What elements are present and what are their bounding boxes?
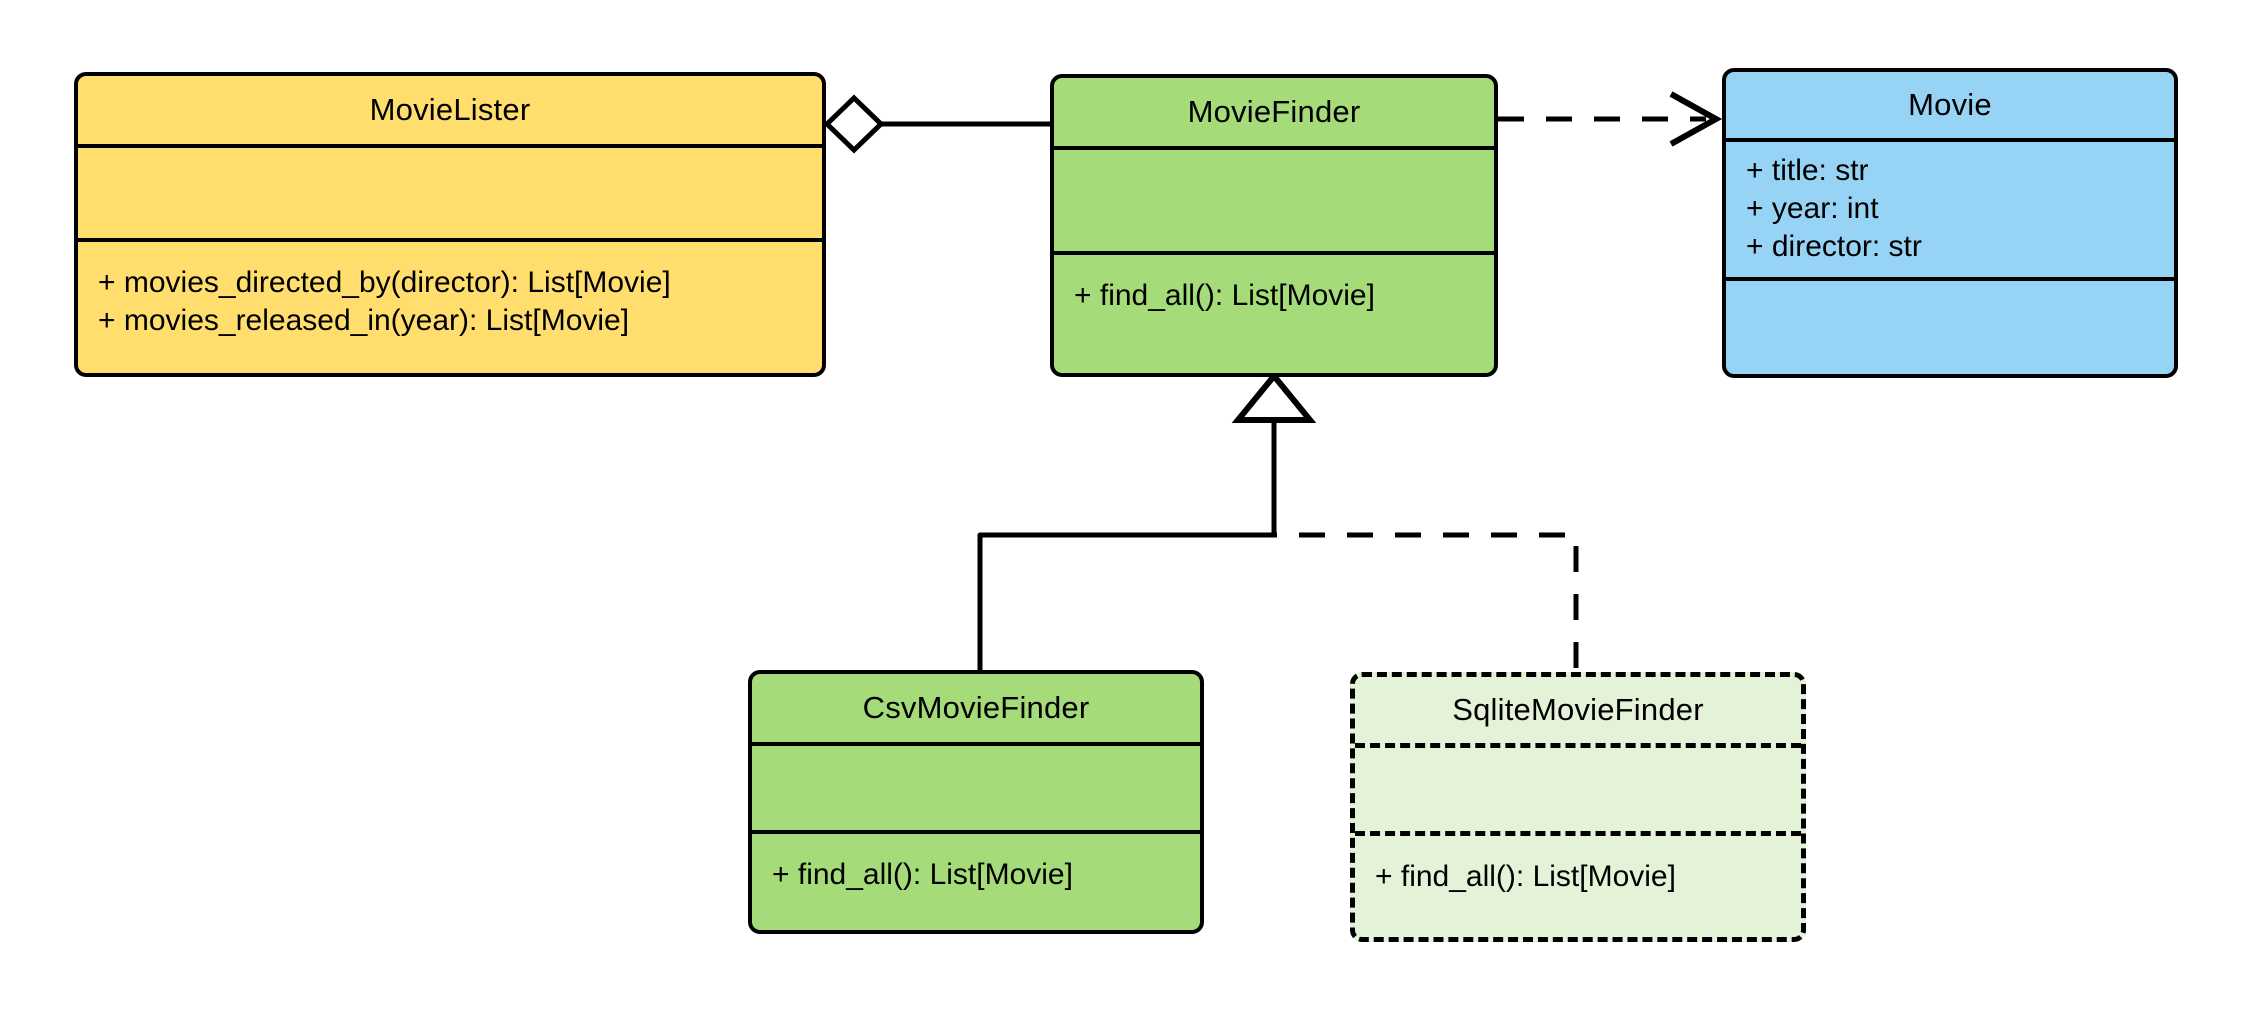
class-attributes-compartment: + title: str + year: int + director: str: [1726, 138, 2174, 277]
class-name-compartment: CsvMovieFinder: [752, 674, 1200, 742]
method-item: + find_all(): List[Movie]: [772, 858, 1073, 891]
generalization-triangle-group: [1231, 371, 1317, 423]
hollow-diamond-marker: [823, 94, 885, 154]
class-name-compartment: SqliteMovieFinder: [1355, 677, 1801, 743]
generalization-line-sqlite: [1271, 416, 1579, 676]
class-box-sqlite-movie-finder[interactable]: SqliteMovieFinder + find_all(): List[Mov…: [1350, 672, 1806, 942]
class-box-movie-finder[interactable]: MovieFinder + find_all(): List[Movie]: [1050, 74, 1498, 377]
class-name-compartment: MovieLister: [78, 76, 822, 144]
class-attributes-compartment: [752, 742, 1200, 830]
relationship-generalization-csv-finder[interactable]: [977, 416, 1277, 672]
class-title: MovieFinder: [1187, 93, 1361, 129]
relationship-generalization-sqlite-finder[interactable]: [1271, 416, 1579, 676]
method-item: + find_all(): List[Movie]: [1375, 860, 1676, 893]
class-box-movie[interactable]: Movie + title: str + year: int + directo…: [1722, 68, 2178, 378]
class-title: Movie: [1908, 86, 1992, 122]
class-name-compartment: MovieFinder: [1054, 78, 1494, 146]
relationship-dependency-finder-movie[interactable]: [1498, 91, 1723, 147]
class-box-movie-lister[interactable]: MovieLister + movies_directed_by(directo…: [74, 72, 826, 377]
generalization-line-csv: [977, 416, 1277, 672]
class-attributes-compartment: [1355, 743, 1801, 831]
class-methods-compartment: [1726, 277, 2174, 374]
class-attributes-compartment: [78, 144, 822, 238]
open-arrow-marker: [1669, 91, 1723, 147]
class-title: MovieLister: [369, 91, 531, 127]
attribute-item: + director: str: [1746, 230, 1922, 264]
class-attributes-compartment: [1054, 146, 1494, 251]
class-title: CsvMovieFinder: [862, 689, 1090, 725]
class-box-csv-movie-finder[interactable]: CsvMovieFinder + find_all(): List[Movie]: [748, 670, 1204, 934]
class-name-compartment: Movie: [1726, 72, 2174, 138]
method-item: + find_all(): List[Movie]: [1074, 279, 1375, 312]
class-methods-compartment: + movies_directed_by(director): List[Mov…: [78, 238, 822, 373]
class-title: SqliteMovieFinder: [1452, 691, 1704, 727]
method-item: + movies_directed_by(director): List[Mov…: [98, 266, 671, 299]
attribute-item: + title: str: [1746, 154, 1869, 187]
attribute-item: + year: int: [1746, 192, 1879, 226]
method-item: + movies_released_in(year): List[Movie]: [98, 304, 630, 338]
class-methods-compartment: + find_all(): List[Movie]: [1054, 251, 1494, 373]
class-methods-compartment: + find_all(): List[Movie]: [1355, 831, 1801, 937]
hollow-triangle-marker: [1231, 371, 1317, 423]
class-methods-compartment: + find_all(): List[Movie]: [752, 830, 1200, 930]
relationship-aggregation-lister-finder[interactable]: [823, 94, 1050, 154]
